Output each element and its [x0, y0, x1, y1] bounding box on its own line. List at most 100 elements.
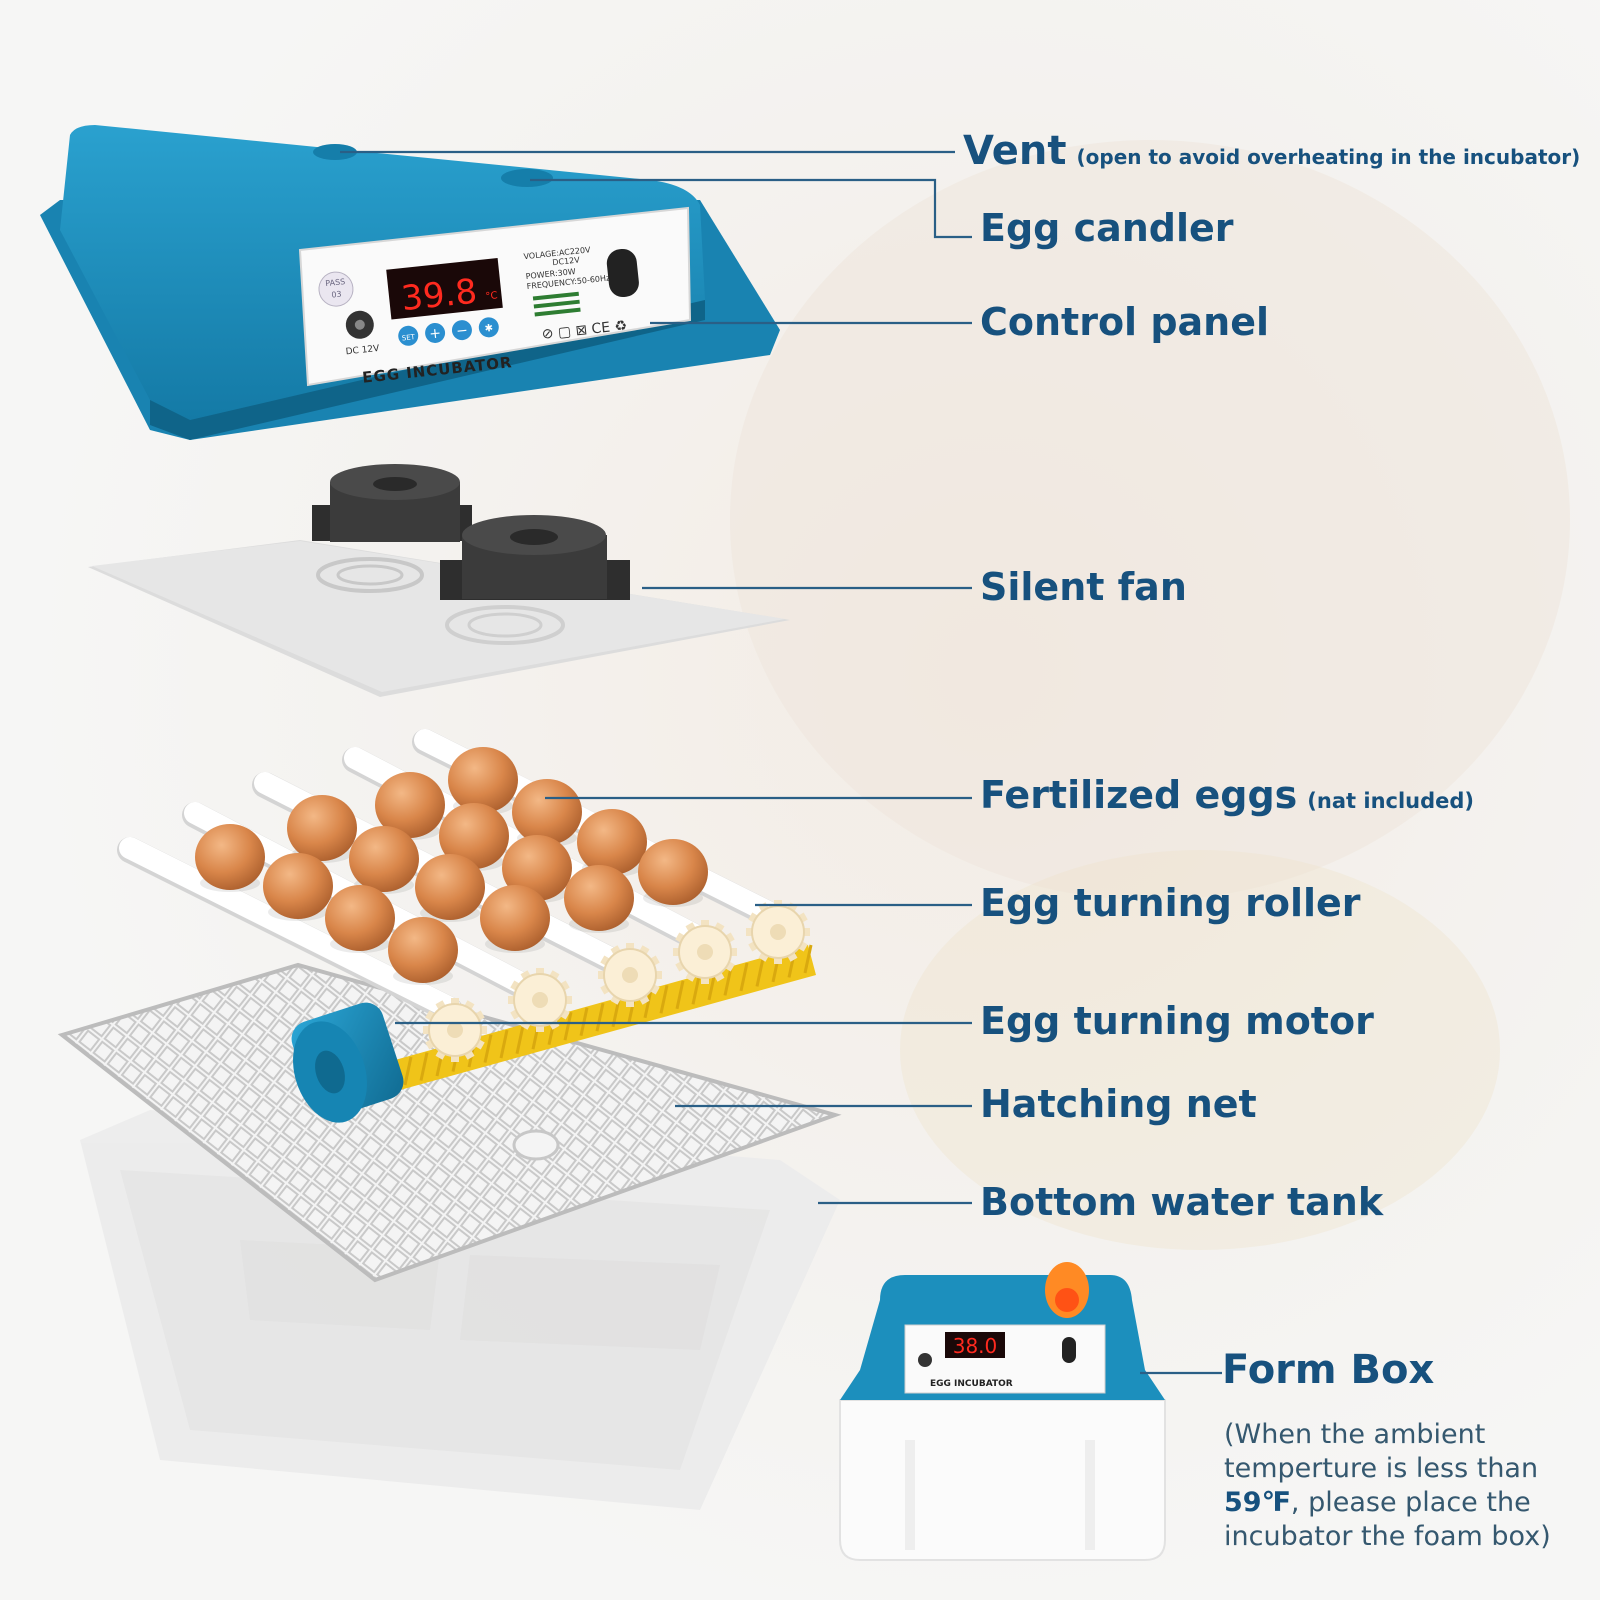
foam-box-groove: [1085, 1440, 1095, 1550]
egg: [439, 803, 509, 869]
bottom-water-tank-title: Bottom water tank: [980, 1180, 1384, 1224]
mode-button[interactable]: [478, 316, 500, 338]
foam-box-incubator: 38.0 EGG INCUBATOR: [839, 1262, 1166, 1561]
fan-hub: [373, 477, 417, 491]
egg-turning-motor: [291, 1002, 404, 1123]
egg: [564, 865, 634, 931]
panel-buttons: SET + − ✱: [397, 316, 500, 347]
screw-thread: [483, 1034, 493, 1063]
net-center-hole: [512, 1129, 560, 1161]
motor-cap-center: [315, 1050, 345, 1094]
vent-label: Vent(open to avoid overheating in the in…: [963, 128, 1580, 174]
candled-egg-glow: [1055, 1288, 1079, 1312]
screw-thread: [579, 1007, 589, 1037]
control-panel-label: Control panel: [980, 300, 1269, 344]
fan-unit-right: [440, 515, 630, 600]
minus-button[interactable]: [451, 319, 473, 341]
fan-grille: [445, 605, 565, 645]
egg-turning-roller-title: Egg turning roller: [980, 881, 1361, 925]
fertilized-eggs-title: Fertilized eggs: [980, 773, 1298, 817]
form-box-note-prefix: (When the ambient temperture is less tha…: [1224, 1419, 1539, 1484]
roller-gear: [598, 943, 662, 1007]
control-panel: PASS 03 DC 12V 39.8 °C SET + − ✱: [298, 206, 692, 387]
status-bar: [533, 299, 580, 309]
screw-thread: [643, 989, 653, 1019]
led-display: [386, 258, 503, 320]
dc-label: DC 12V: [345, 344, 380, 358]
fan-hub: [510, 529, 558, 545]
mini-power-socket: [1062, 1337, 1076, 1363]
mini-dc-socket: [918, 1353, 932, 1367]
egg: [325, 885, 395, 951]
candler-leader: [530, 178, 972, 239]
gear-hub: [532, 992, 548, 1008]
egg: [263, 853, 333, 919]
egg: [287, 795, 357, 861]
screw-thread: [803, 944, 813, 974]
fan-grille: [336, 564, 404, 586]
plus-button[interactable]: [424, 322, 446, 344]
egg: [448, 747, 518, 813]
fan-unit-left: [312, 464, 472, 542]
vent-note: (open to avoid overheating in the incuba…: [1076, 145, 1581, 169]
mini-led-display: [945, 1332, 1005, 1358]
roller-gear: [746, 900, 810, 964]
status-bar: [534, 307, 581, 317]
screw-thread: [515, 1025, 525, 1054]
fan-assembly: [88, 464, 790, 697]
screw-thread: [739, 962, 749, 992]
minus-button-label: −: [455, 323, 468, 340]
gear-hub: [622, 967, 638, 983]
fertilized-eggs: [195, 747, 708, 985]
fertilized-eggs-note: (nat included): [1307, 789, 1475, 813]
spec-line-2: DC12V: [552, 255, 581, 267]
hatching-net-title: Hatching net: [980, 1082, 1257, 1126]
status-bar: [532, 291, 579, 301]
form-box-title: Form Box: [1222, 1347, 1435, 1393]
hatching-net-label: Hatching net: [980, 1082, 1257, 1126]
gear-hub: [697, 944, 713, 960]
egg: [577, 809, 647, 875]
egg-candler-title: Egg candler: [980, 206, 1234, 250]
egg-turning-motor-label: Egg turning motor: [980, 999, 1374, 1043]
egg: [195, 824, 265, 890]
led-display-unit: °C: [485, 290, 498, 302]
foam-box-groove: [905, 1440, 915, 1550]
control-panel-title: Control panel: [980, 300, 1270, 344]
egg-turning-roller-label: Egg turning roller: [980, 881, 1361, 925]
egg: [375, 772, 445, 838]
roller-bar: [119, 837, 461, 1019]
screw-thread: [675, 980, 685, 1010]
silent-fan-title: Silent fan: [980, 565, 1187, 609]
egg: [512, 779, 582, 845]
form-box-note-suffix: , please place the incubator the foam bo…: [1224, 1487, 1551, 1552]
bottom-water-tank-label: Bottom water tank: [980, 1180, 1383, 1224]
water-tank: [80, 1110, 840, 1510]
led-display-value: 39.8: [399, 271, 478, 319]
set-button[interactable]: [397, 325, 419, 347]
egg: [415, 854, 485, 920]
screw-thread: [499, 1029, 509, 1059]
roller-gear: [508, 968, 572, 1032]
screw-thread: [419, 1052, 429, 1081]
screw-thread: [595, 1002, 605, 1032]
qc-sticker-number: 03: [331, 290, 342, 300]
screw-thread: [403, 1056, 413, 1086]
roller-gear: [673, 920, 737, 984]
roller-gear: [423, 998, 487, 1062]
roller-gears: [423, 900, 810, 1062]
mini-panel-title: EGG INCUBATOR: [930, 1379, 1013, 1389]
form-box-note-temperature: 59℉: [1224, 1487, 1291, 1518]
net-grid: [57, 962, 842, 1283]
mode-button-label: ✱: [484, 323, 493, 335]
egg-turning-motor-title: Egg turning motor: [980, 999, 1374, 1043]
gear-hub: [447, 1022, 463, 1038]
egg: [388, 917, 458, 983]
tank-divider: [460, 1255, 720, 1350]
mini-led-value: 38.0: [953, 1334, 998, 1358]
form-box-label: Form Box: [1222, 1347, 1434, 1393]
egg: [349, 826, 419, 892]
background-blur-shape: [730, 140, 1570, 900]
incubator-lid: PASS 03 DC 12V 39.8 °C SET + − ✱: [40, 125, 780, 440]
leader-lines: [340, 150, 1222, 1375]
